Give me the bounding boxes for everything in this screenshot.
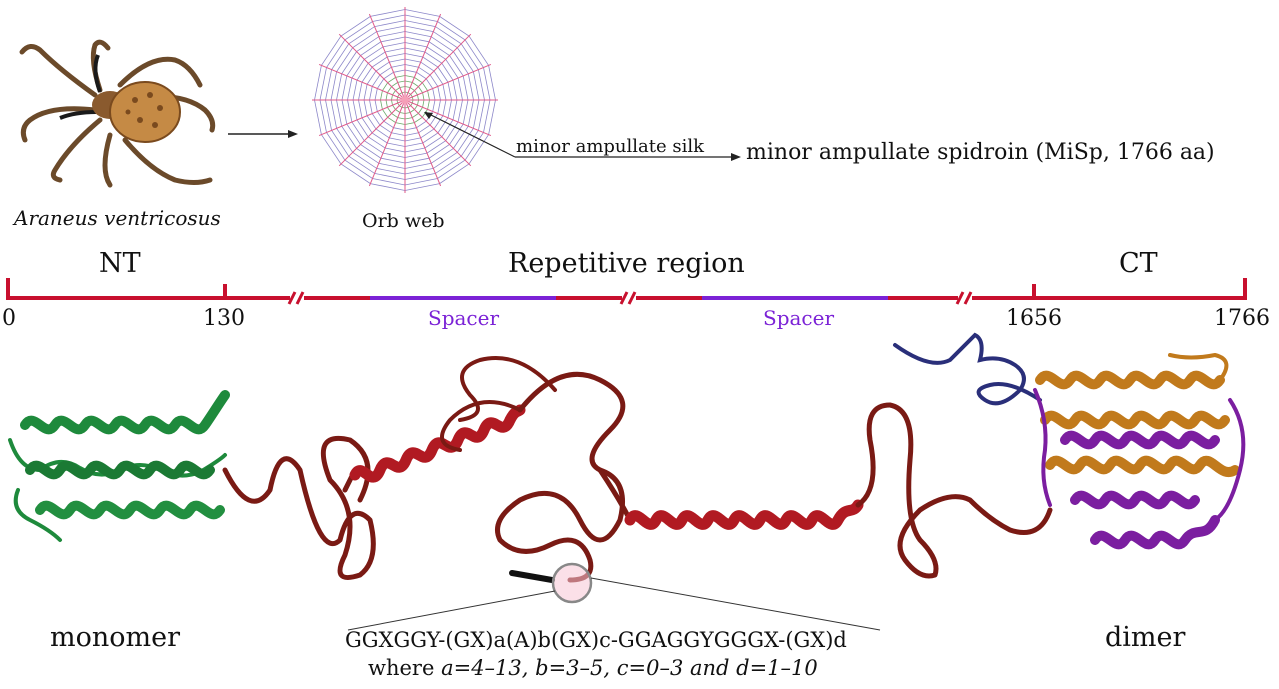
web-spoke xyxy=(404,13,442,101)
repetitive-region-label: Repetitive region xyxy=(508,248,745,279)
silk-arrow xyxy=(424,111,741,161)
repeat-motif-sequence: GGXGGY-(GX)a(A)b(GX)c-GGAGGYGGGX-(GX)d xyxy=(345,628,847,652)
web-spoke xyxy=(368,99,406,187)
position-label: 1766 xyxy=(1214,306,1270,331)
position-label: 1656 xyxy=(1006,306,1062,331)
spacer-label: Spacer xyxy=(763,306,835,330)
protein-label: minor ampullate spidroin (MiSp, 1766 aa) xyxy=(746,140,1215,165)
web-spoke xyxy=(404,63,492,101)
web-hub xyxy=(401,96,409,104)
domain-bar xyxy=(6,278,1247,305)
web-spoke xyxy=(404,33,472,101)
web-spoke xyxy=(404,99,472,167)
spacer-label: Spacer xyxy=(428,306,500,330)
web-spoke xyxy=(404,99,442,187)
monomer-label: monomer xyxy=(50,622,180,653)
spider-illustration xyxy=(19,39,216,188)
web-spoke xyxy=(318,99,406,137)
ct-dimer-structure xyxy=(893,332,1246,550)
web-spoke xyxy=(368,13,406,101)
web-spoke xyxy=(318,63,406,101)
motif-where-params: a=4–13, b=3–5, c=0–3 and d=1–10 xyxy=(441,656,818,680)
nt-monomer-structure xyxy=(8,390,230,542)
arrow-to-web xyxy=(228,130,298,138)
dimer-label: dimer xyxy=(1105,622,1186,653)
motif-where-prefix: where xyxy=(368,656,442,680)
nt-region-label: NT xyxy=(99,248,141,279)
silk-type-label: minor ampullate silk xyxy=(516,136,705,157)
repetitive-coil-structure xyxy=(222,356,1053,583)
web-spoke xyxy=(338,33,406,101)
orb-web-label: Orb web xyxy=(362,210,445,232)
orb-web-illustration xyxy=(312,7,498,193)
species-name: Araneus ventricosus xyxy=(14,206,221,230)
magnifier-icon xyxy=(347,562,881,631)
position-label: 0 xyxy=(2,306,16,331)
ct-region-label: CT xyxy=(1119,248,1158,279)
position-label: 130 xyxy=(203,306,245,331)
web-spoke xyxy=(338,99,406,167)
motif-parameters: where a=4–13, b=3–5, c=0–3 and d=1–10 xyxy=(368,656,818,680)
web-spoke xyxy=(404,99,492,137)
